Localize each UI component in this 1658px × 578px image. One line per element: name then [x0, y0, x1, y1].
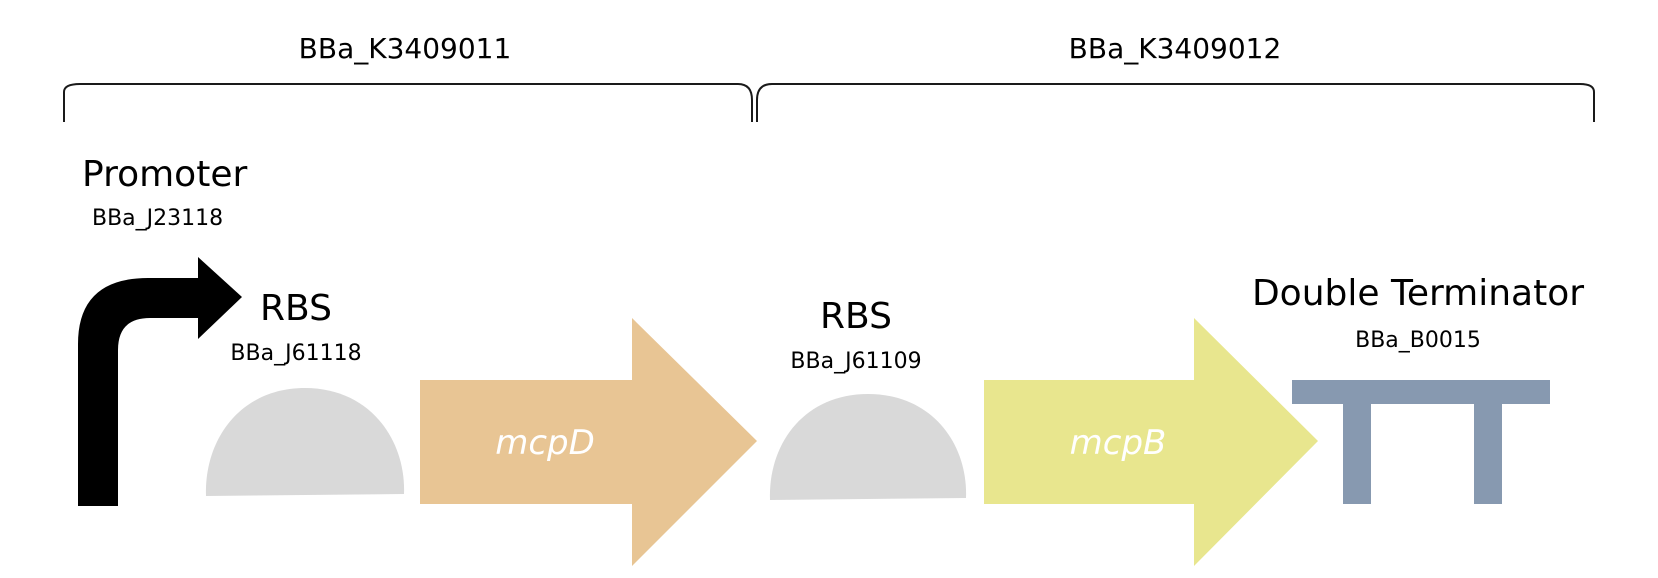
gene1-part: mcpD	[420, 318, 757, 566]
rbs2-title: RBS	[820, 296, 892, 337]
promoter-arrow-icon	[78, 257, 242, 506]
rbs1-id: BBa_J61118	[230, 341, 361, 366]
rbs-semicircle-icon	[769, 394, 967, 500]
cds-arrow-icon	[420, 318, 757, 566]
terminator-id: BBa_B0015	[1355, 328, 1481, 353]
gene2-part: mcpB	[984, 318, 1318, 566]
cds-arrow-icon	[984, 318, 1318, 566]
bracket-left: BBa_K3409011	[63, 32, 753, 122]
terminator-part: Double Terminator BBa_B0015	[1252, 273, 1584, 504]
promoter-part: Promoter BBa_J23118	[78, 154, 247, 506]
terminator-title: Double Terminator	[1252, 273, 1584, 314]
rbs1-part: RBS BBa_J61118	[205, 288, 405, 496]
rbs2-id: BBa_J61109	[790, 349, 921, 374]
rbs1-title: RBS	[260, 288, 332, 329]
bracket-left-label: BBa_K3409011	[299, 32, 512, 65]
terminator-icon	[1292, 380, 1550, 504]
promoter-id: BBa_J23118	[92, 206, 223, 231]
promoter-title: Promoter	[82, 154, 247, 195]
rbs-semicircle-icon	[205, 388, 405, 496]
bracket-right-label: BBa_K3409012	[1069, 32, 1282, 65]
bracket-right: BBa_K3409012	[756, 32, 1595, 122]
rbs2-part: RBS BBa_J61109	[769, 296, 967, 500]
gene1-label: mcpD	[495, 423, 595, 463]
gene2-label: mcpB	[1070, 423, 1167, 463]
